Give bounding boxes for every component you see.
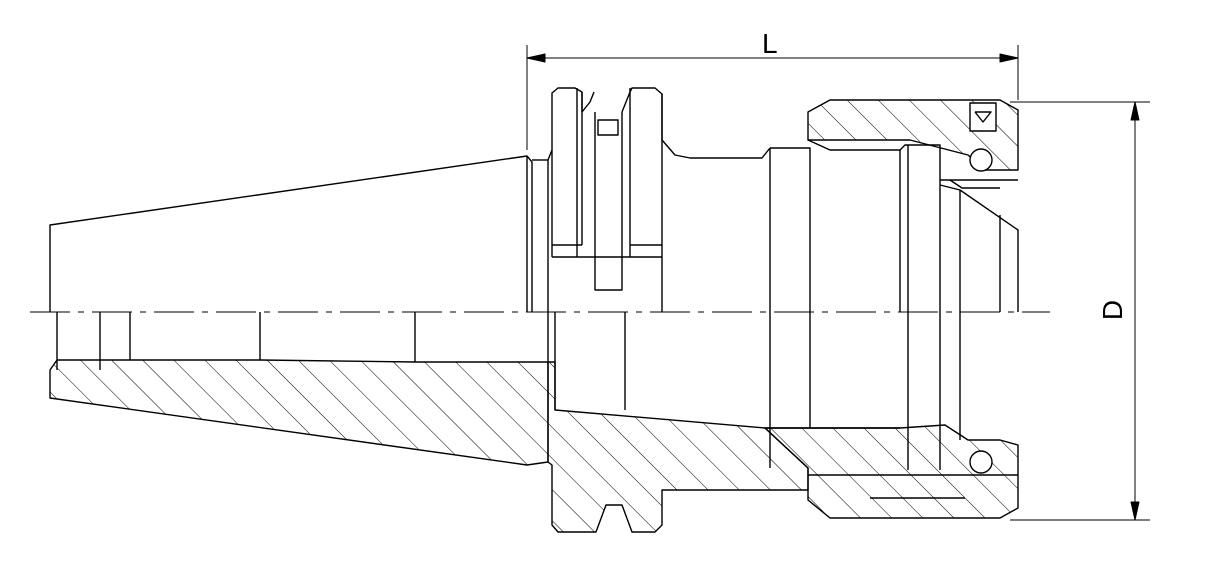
dimension-label-length: L: [762, 28, 778, 59]
upper-outline: [49, 87, 1019, 312]
dimension-l: [526, 45, 1019, 150]
lower-section: [49, 312, 1019, 533]
dimension-label-diameter: D: [1097, 299, 1129, 321]
dimension-d: [1010, 101, 1150, 521]
